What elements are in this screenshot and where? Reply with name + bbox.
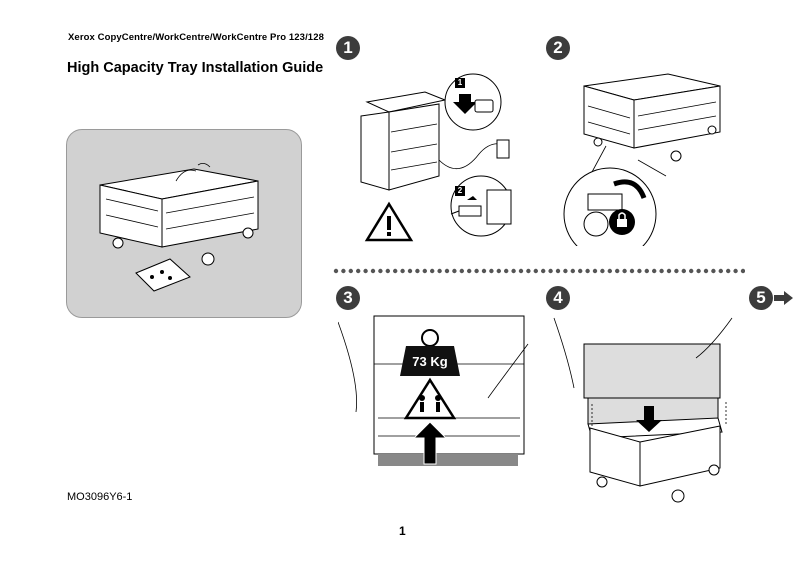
divider-dot bbox=[659, 268, 664, 274]
divider-dot bbox=[644, 268, 649, 274]
divider-dot bbox=[674, 268, 679, 274]
divider-dot bbox=[718, 268, 723, 274]
callout-1-label: 1 bbox=[457, 78, 463, 87]
divider-dot bbox=[585, 268, 590, 274]
divider-dot bbox=[444, 268, 450, 274]
divider-dot bbox=[393, 268, 398, 274]
divider-dot bbox=[452, 268, 457, 274]
divider-dot bbox=[407, 268, 413, 274]
divider-dot bbox=[733, 268, 738, 274]
next-arrow-icon bbox=[774, 291, 793, 305]
divider-dot bbox=[548, 268, 553, 274]
divider-dot bbox=[467, 268, 472, 274]
divider-dot bbox=[666, 268, 672, 274]
step-1-badge: 1 bbox=[336, 36, 360, 60]
divider-dot bbox=[526, 268, 531, 274]
divider-dot bbox=[363, 268, 368, 274]
divider-dot bbox=[541, 268, 546, 274]
divider-dot bbox=[496, 268, 501, 274]
divider-dot bbox=[370, 268, 376, 274]
step-3-badge: 3 bbox=[336, 286, 360, 310]
weight-label: 73 Kg bbox=[412, 354, 448, 369]
step4-illustration bbox=[553, 317, 733, 503]
product-name: Xerox CopyCentre/WorkCentre/WorkCentre P… bbox=[68, 32, 324, 43]
unplug-icon bbox=[450, 189, 512, 225]
divider-dot bbox=[689, 268, 694, 274]
divider-dot bbox=[400, 268, 405, 274]
divider-dot bbox=[615, 268, 620, 274]
two-person-lift-icon bbox=[403, 377, 457, 420]
divider-dot bbox=[711, 268, 716, 274]
divider-dot bbox=[726, 268, 731, 274]
callout-1-box bbox=[455, 78, 465, 88]
callout-2-label: 2 bbox=[457, 186, 463, 195]
divider-dot bbox=[652, 268, 657, 274]
divider-dot bbox=[422, 268, 427, 274]
divider-dot bbox=[555, 268, 561, 274]
divider-dot bbox=[489, 268, 494, 274]
divider-dot bbox=[348, 268, 353, 274]
divider-dot bbox=[504, 268, 509, 274]
weight-icon bbox=[400, 329, 460, 376]
divider-dot bbox=[430, 268, 435, 274]
step1-illustration bbox=[360, 73, 512, 242]
divider-dot bbox=[563, 268, 568, 274]
step-5-badge: 5 bbox=[749, 286, 773, 310]
divider-dot bbox=[333, 268, 339, 274]
divider-dot bbox=[740, 268, 745, 274]
divider-dot bbox=[607, 268, 612, 274]
divider-dot bbox=[570, 268, 575, 274]
divider-dot bbox=[474, 268, 479, 274]
divider-dot bbox=[481, 268, 487, 274]
page-number: 1 bbox=[399, 524, 406, 538]
step-4-badge: 4 bbox=[546, 286, 570, 310]
divider-dot bbox=[578, 268, 583, 274]
divider-dot bbox=[518, 268, 524, 274]
caster-lock-icon bbox=[609, 209, 635, 235]
divider-dot bbox=[637, 268, 642, 274]
divider-dot bbox=[703, 268, 709, 274]
section-divider bbox=[333, 268, 745, 274]
divider-dot bbox=[437, 268, 442, 274]
divider-dot bbox=[629, 268, 635, 274]
divider-dot bbox=[681, 268, 686, 274]
warning-triangle-icon bbox=[364, 201, 414, 242]
divider-dot bbox=[385, 268, 390, 274]
divider-dot bbox=[356, 268, 361, 274]
divider-dot bbox=[622, 268, 627, 274]
step-2-badge: 2 bbox=[546, 36, 570, 60]
document-code: MO3096Y6-1 bbox=[67, 491, 133, 503]
divider-dot bbox=[696, 268, 701, 274]
power-switch-icon bbox=[453, 94, 477, 114]
step2-illustration bbox=[563, 73, 721, 246]
divider-dot bbox=[459, 268, 464, 274]
divider-dot bbox=[341, 268, 346, 274]
divider-dot bbox=[592, 268, 598, 274]
page-title: High Capacity Tray Installation Guide bbox=[67, 60, 324, 76]
step3-illustration bbox=[338, 315, 529, 466]
divider-dot bbox=[533, 268, 538, 274]
divider-dot bbox=[378, 268, 383, 274]
tray-overview-illustration bbox=[99, 163, 259, 292]
divider-dot bbox=[415, 268, 420, 274]
divider-dot bbox=[511, 268, 516, 274]
divider-dot bbox=[600, 268, 605, 274]
